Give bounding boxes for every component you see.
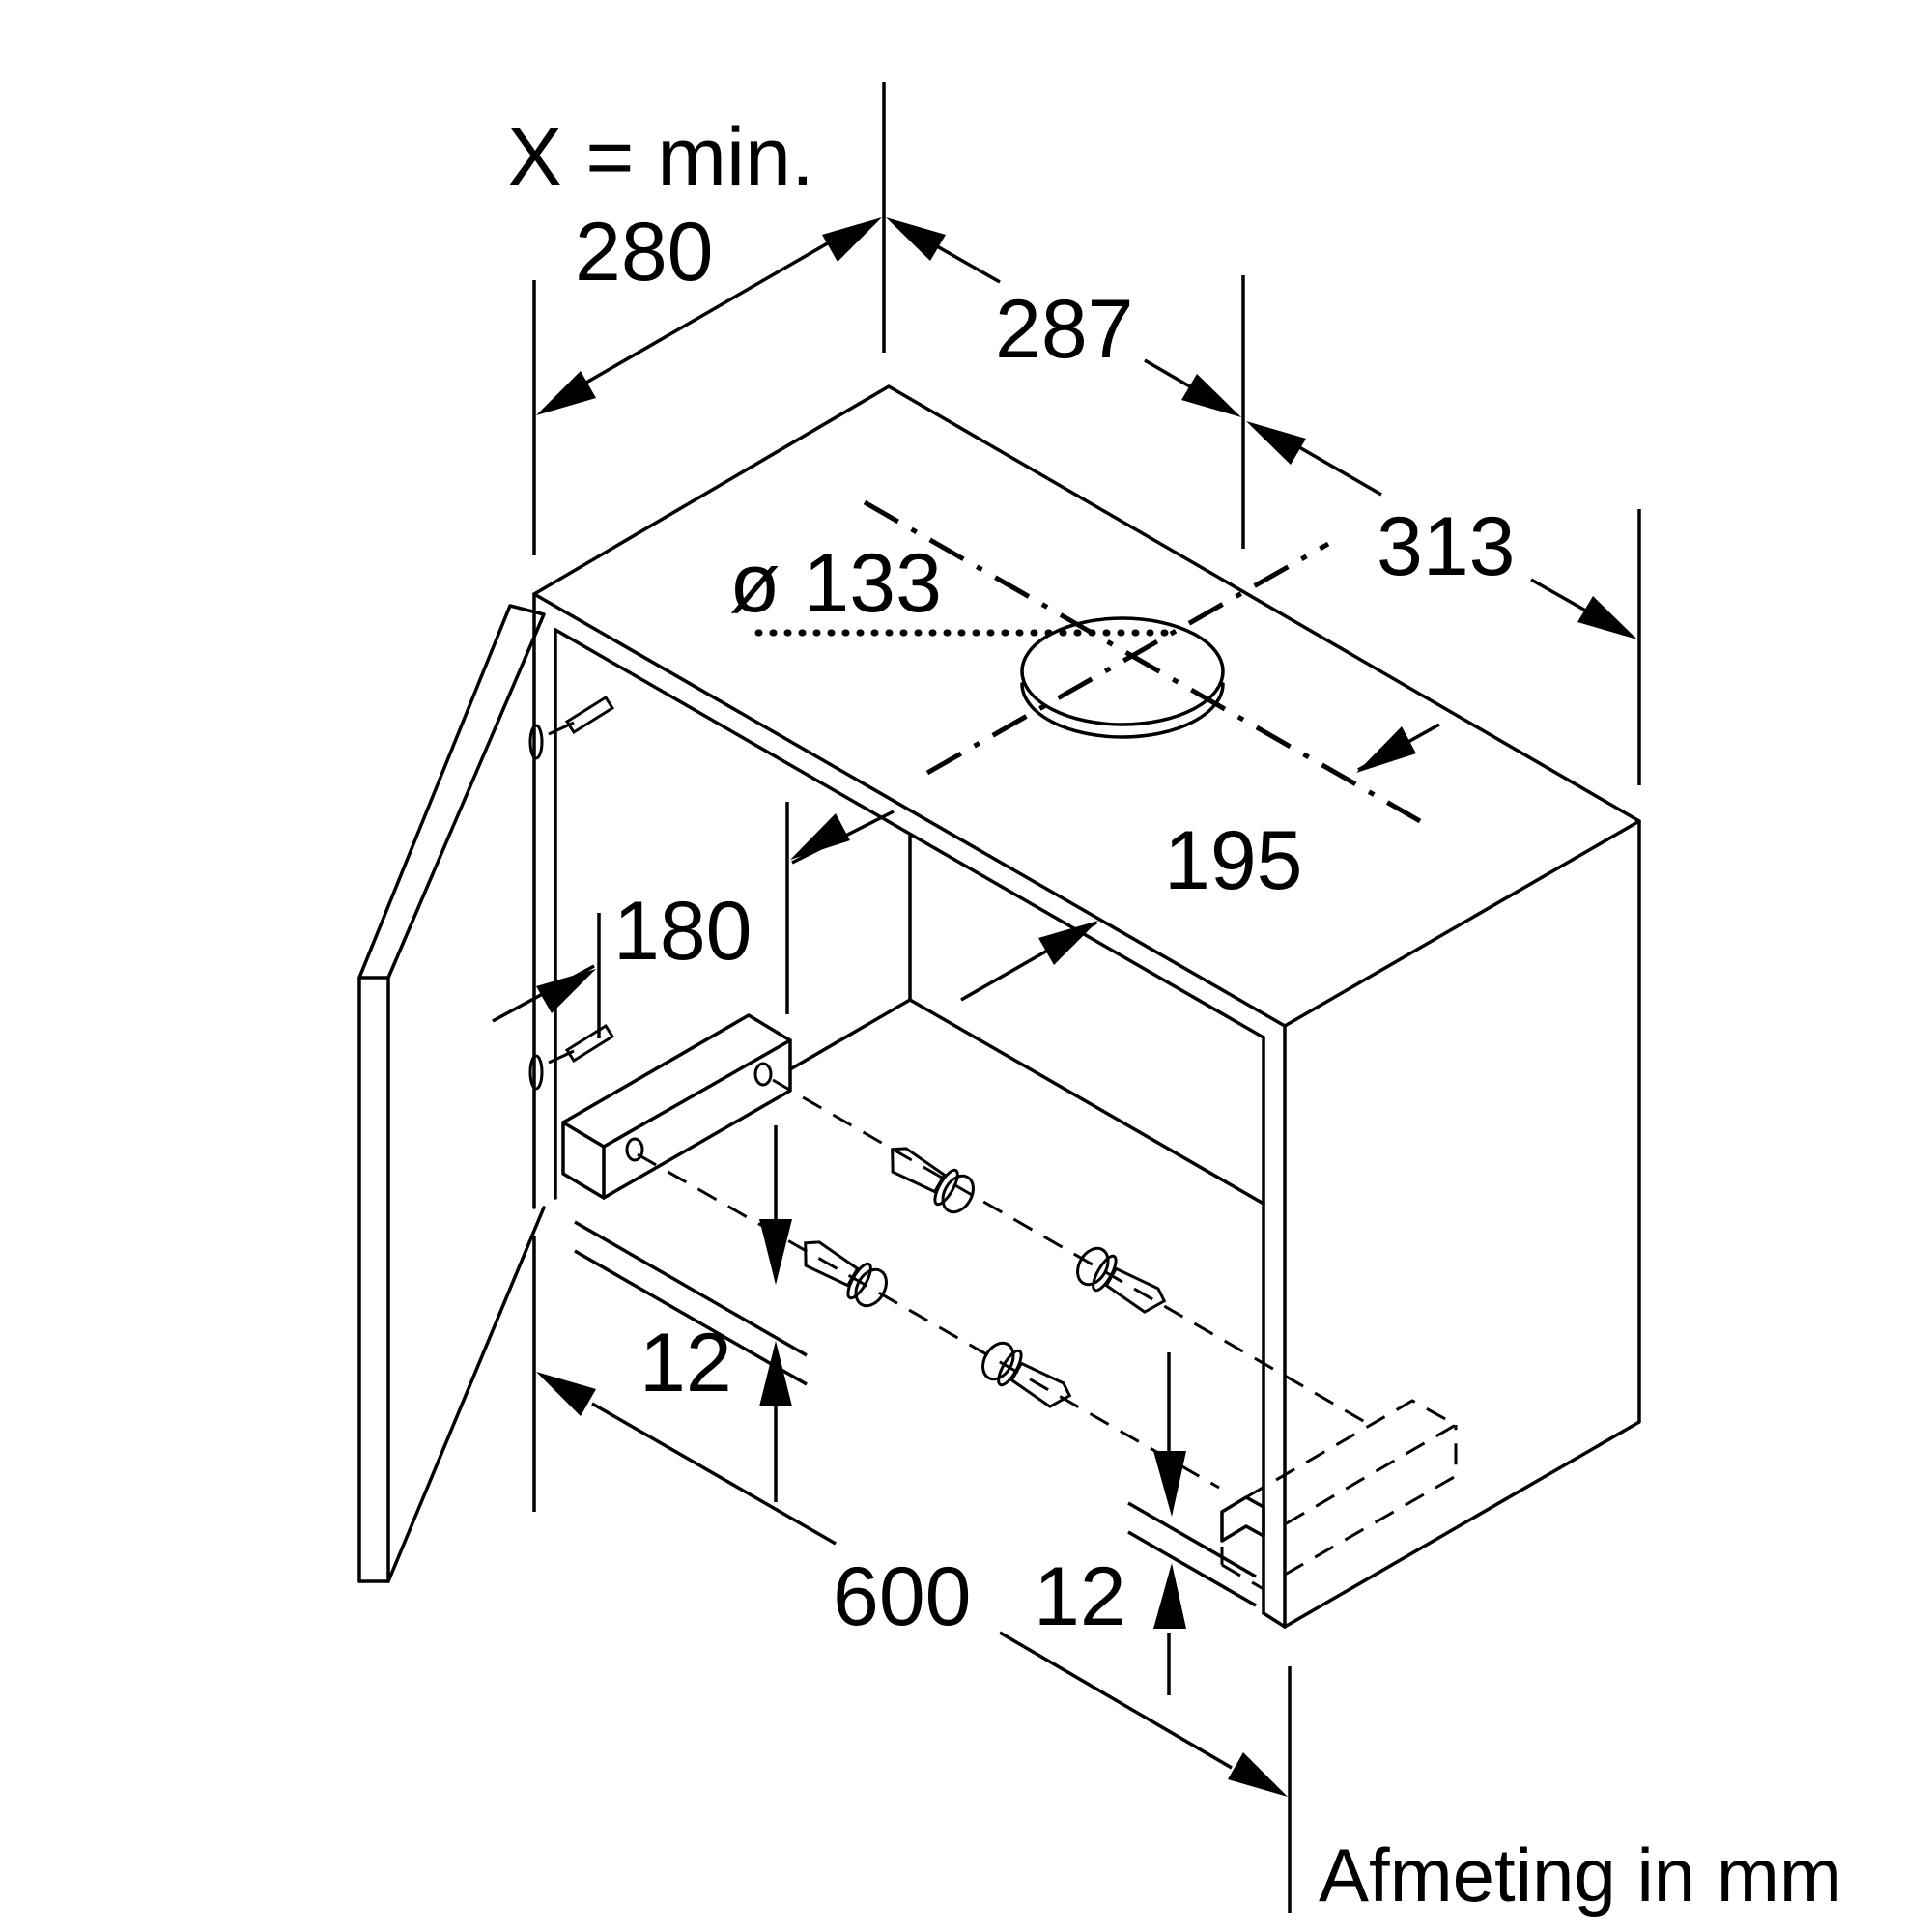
cabinet-outline bbox=[532, 384, 1641, 1629]
dimension-180 bbox=[492, 913, 1098, 1038]
screw-3-icon bbox=[1076, 1246, 1167, 1314]
dimension-313 bbox=[1246, 421, 1641, 785]
units-caption: Afmeting in mm bbox=[1319, 1833, 1842, 1918]
label-600: 600 bbox=[833, 1550, 972, 1643]
label-x-min: X = min. bbox=[507, 111, 814, 204]
screw-2-icon bbox=[804, 1240, 888, 1308]
screw-1-icon bbox=[891, 1147, 975, 1214]
label-287: 287 bbox=[995, 283, 1134, 376]
hinge-upper-icon bbox=[528, 695, 615, 760]
screw-axis-rear bbox=[772, 1078, 1373, 1428]
front-mounting-rail bbox=[561, 1013, 792, 1200]
label-195: 195 bbox=[1164, 814, 1303, 907]
dimension-287 bbox=[886, 217, 1245, 549]
label-180: 180 bbox=[613, 885, 753, 978]
label-12-left: 12 bbox=[639, 1317, 732, 1409]
rear-mounting-rail bbox=[1220, 1399, 1460, 1591]
dimension-12-right bbox=[1127, 1352, 1257, 1695]
screw-4-icon bbox=[981, 1341, 1072, 1408]
dimension-600 bbox=[532, 1236, 1292, 1913]
screw-axis-front bbox=[637, 1152, 1220, 1490]
dimension-195 bbox=[785, 723, 1440, 1014]
label-12-right: 12 bbox=[1034, 1550, 1126, 1643]
dimension-280 bbox=[532, 82, 886, 555]
duct-cutout bbox=[754, 499, 1422, 824]
label-280: 280 bbox=[575, 206, 714, 298]
label-diameter-133: ø 133 bbox=[729, 537, 942, 630]
label-313: 313 bbox=[1377, 500, 1516, 593]
hinge-lower-icon bbox=[528, 1023, 615, 1091]
dimension-12-left bbox=[574, 1125, 808, 1502]
cabinet-door bbox=[357, 604, 546, 1583]
